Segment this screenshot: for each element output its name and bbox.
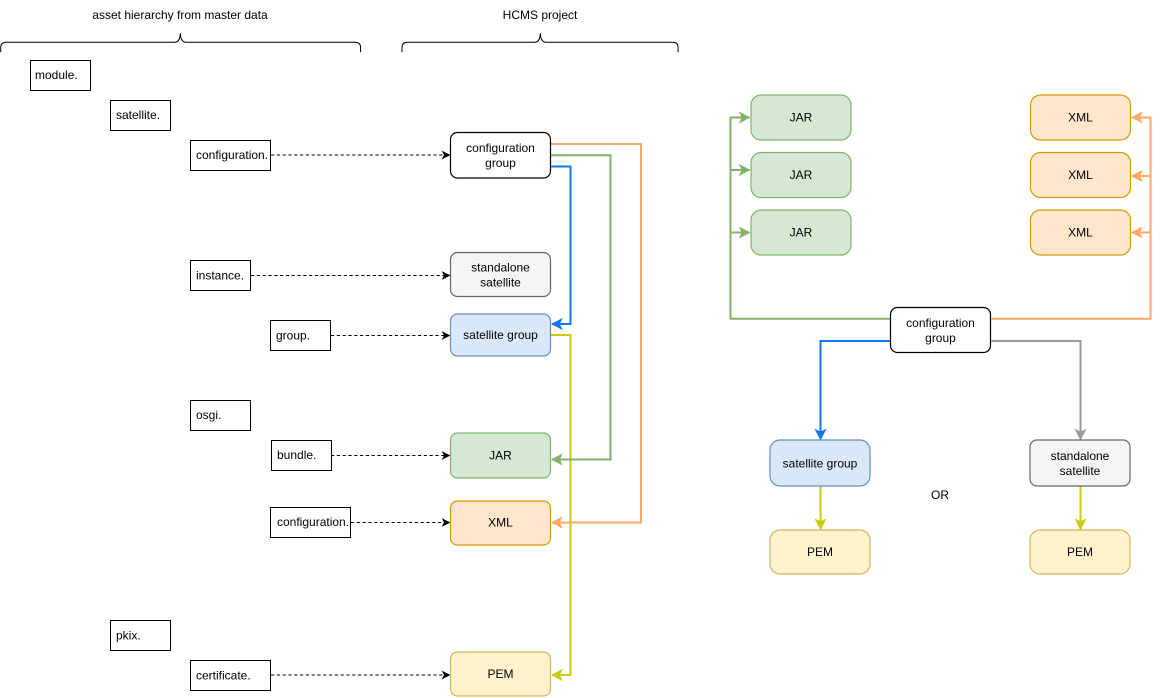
svg-text:JAR: JAR [790, 111, 813, 125]
svg-text:satellite.: satellite. [116, 108, 160, 122]
svg-text:XML: XML [1068, 226, 1093, 240]
svg-text:XML: XML [488, 516, 513, 530]
svg-text:group: group [485, 156, 516, 170]
svg-text:pkix.: pkix. [116, 629, 141, 643]
svg-text:PEM: PEM [807, 545, 833, 559]
svg-text:satellite: satellite [1060, 464, 1101, 478]
svg-text:group: group [925, 331, 956, 345]
svg-text:XML: XML [1068, 111, 1093, 125]
svg-text:osgi.: osgi. [196, 408, 221, 422]
svg-text:JAR: JAR [790, 226, 813, 240]
svg-text:certificate.: certificate. [196, 669, 251, 683]
svg-text:asset hierarchy from master da: asset hierarchy from master data [92, 8, 268, 22]
svg-text:JAR: JAR [790, 168, 813, 182]
svg-text:satellite: satellite [480, 276, 521, 290]
svg-text:group.: group. [276, 329, 310, 343]
svg-text:configuration.: configuration. [277, 515, 349, 529]
svg-text:configuration: configuration [466, 141, 535, 155]
svg-text:instance.: instance. [196, 269, 244, 283]
svg-text:configuration: configuration [906, 316, 975, 330]
svg-text:XML: XML [1068, 168, 1093, 182]
svg-text:OR: OR [931, 488, 949, 502]
svg-text:standalone: standalone [1051, 449, 1110, 463]
svg-text:satellite group: satellite group [783, 457, 858, 471]
svg-text:configuration.: configuration. [196, 148, 268, 162]
svg-text:bundle.: bundle. [277, 448, 316, 462]
svg-text:PEM: PEM [487, 667, 513, 681]
svg-text:HCMS project: HCMS project [503, 8, 578, 22]
svg-text:satellite group: satellite group [463, 328, 538, 342]
svg-text:JAR: JAR [489, 449, 512, 463]
svg-text:standalone: standalone [471, 261, 530, 275]
svg-text:PEM: PEM [1067, 545, 1093, 559]
svg-text:module.: module. [35, 68, 78, 82]
